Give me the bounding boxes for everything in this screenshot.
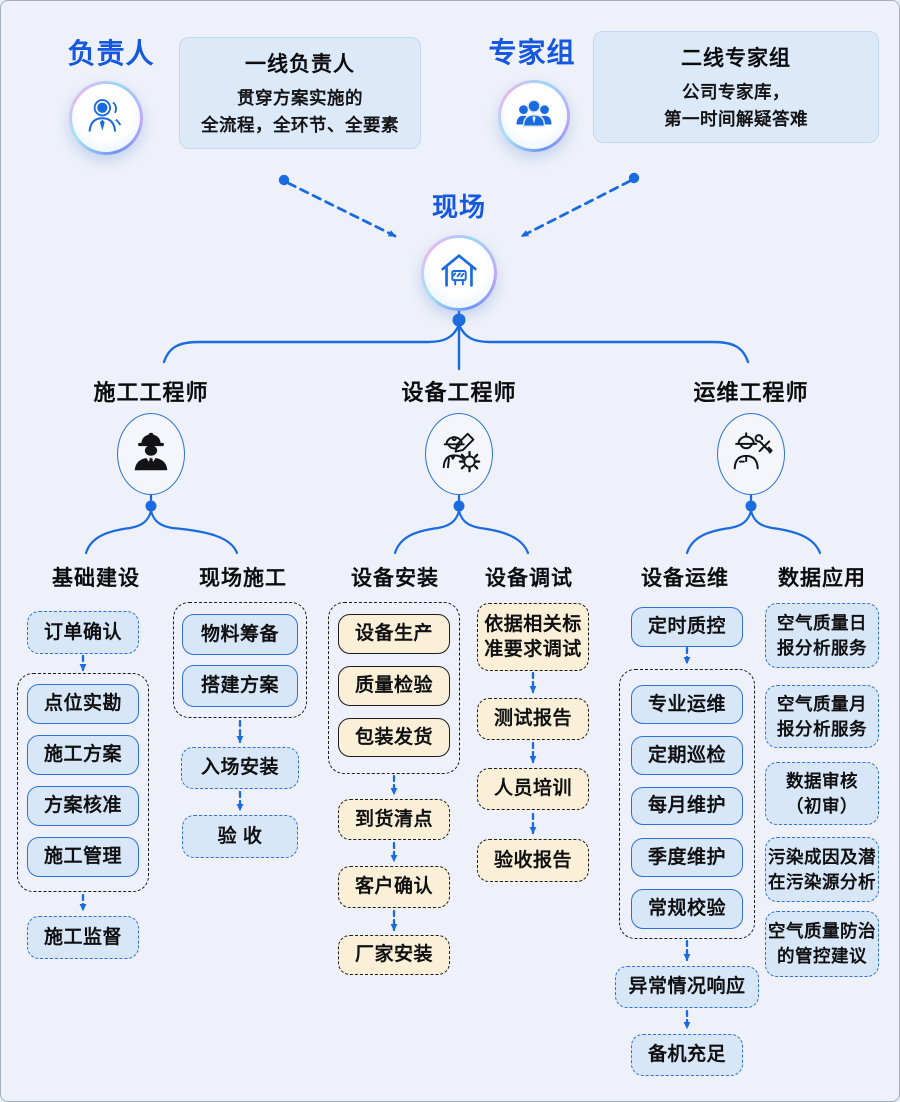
experts-card: 二线专家组 公司专家库， 第一时间解疑答难 — [593, 31, 879, 143]
flow-box-setup-plan: 搭建方案 — [182, 665, 298, 707]
flow-box-debug-per-standard: 依据相关标 准要求调试 — [477, 603, 589, 671]
flow-box-entry-install: 入场安装 — [181, 747, 299, 789]
flow-box-professional-om: 专业运维 — [631, 685, 743, 724]
flow-box-construction-supervision: 施工监督 — [27, 916, 139, 959]
engineer-avatar-equipment — [425, 413, 493, 495]
engineer-label-construction: 施工工程师 — [93, 380, 209, 405]
engineer-label-maintenance: 运维工程师 — [693, 380, 809, 405]
construction-engineer-icon — [128, 429, 174, 480]
flow-box-construction-mgmt: 施工管理 — [27, 837, 139, 877]
flow-box-construction-plan: 施工方案 — [27, 735, 139, 775]
flow-box-customer-confirm: 客户确认 — [338, 866, 450, 908]
flow-group-site-construction — [173, 602, 307, 718]
site-avatar — [421, 235, 497, 311]
flow-box-acceptance-report: 验收报告 — [477, 839, 589, 882]
person-icon — [84, 94, 128, 143]
column-header-data-application: 数据应用 — [778, 567, 866, 590]
flow-group-equipment-install — [328, 602, 460, 774]
leader-avatar — [69, 81, 143, 155]
engineer-avatar-construction — [117, 413, 185, 495]
equipment-engineer-icon — [436, 429, 482, 480]
experts-label: 专家组 — [488, 37, 576, 68]
column-header-equipment-om: 设备运维 — [641, 567, 729, 590]
site-label: 现场 — [431, 192, 487, 222]
flow-box-acceptance: 验 收 — [182, 815, 298, 858]
flow-box-routine-calibration: 常规校验 — [631, 889, 743, 929]
engineer-label-equipment: 设备工程师 — [401, 380, 517, 405]
flow-box-pollution-source-analysis: 污染成因及潜 在污染源分析 — [765, 837, 879, 902]
maintenance-engineer-icon — [728, 429, 774, 480]
experts-card-title: 二线专家组 — [681, 47, 791, 70]
leader-card-body: 贯穿方案实施的 全流程，全环节、全要素 — [201, 88, 399, 136]
flow-box-monthly-air-report: 空气质量月 报分析服务 — [765, 685, 879, 748]
flow-box-personnel-training: 人员培训 — [477, 768, 589, 810]
flow-box-factory-install: 厂家安装 — [338, 935, 450, 975]
experts-avatar — [498, 80, 570, 152]
column-header-site-construction: 现场施工 — [199, 567, 287, 590]
flow-box-data-review: 数据审核 （初审） — [765, 762, 879, 825]
flow-box-control-suggestions: 空气质量防治 的管控建议 — [765, 911, 879, 977]
leader-card-title: 一线负责人 — [245, 53, 355, 76]
team-icon — [513, 93, 555, 140]
column-header-equipment-debug: 设备调试 — [485, 567, 573, 590]
leader-card: 一线负责人 贯穿方案实施的 全流程，全环节、全要素 — [179, 37, 421, 149]
flow-box-monthly-maintenance: 每月维护 — [631, 787, 743, 825]
flow-box-backup-ready: 备机充足 — [631, 1034, 743, 1076]
flow-box-quarterly-maintenance: 季度维护 — [631, 838, 743, 877]
site-house-icon — [436, 248, 482, 299]
flow-box-equipment-production: 设备生产 — [338, 614, 450, 654]
flow-box-daily-air-report: 空气质量日 报分析服务 — [765, 603, 879, 668]
leader-label: 负责人 — [67, 38, 155, 69]
flow-box-order-confirm: 订单确认 — [27, 611, 139, 654]
flow-box-quality-inspection: 质量检验 — [338, 666, 450, 706]
flow-box-arrival-check: 到货清点 — [338, 799, 450, 840]
experts-card-body: 公司专家库， 第一时间解疑答难 — [664, 82, 808, 130]
flow-box-material-prep: 物料筹备 — [182, 614, 298, 655]
flow-box-packing-shipping: 包装发货 — [338, 718, 450, 757]
flow-box-abnormal-response: 异常情况响应 — [615, 966, 759, 1008]
flow-box-regular-inspection: 定期巡检 — [631, 736, 743, 775]
flow-box-plan-approval: 方案核准 — [27, 786, 139, 826]
column-header-foundation: 基础建设 — [52, 567, 140, 590]
flow-box-site-survey: 点位实勘 — [27, 684, 139, 724]
flow-box-test-report: 测试报告 — [477, 698, 589, 740]
flow-group-equipment-om — [619, 669, 755, 939]
engineer-avatar-maintenance — [717, 413, 785, 495]
flow-box-scheduled-qc: 定时质控 — [631, 607, 743, 647]
flow-group-foundation — [17, 673, 149, 892]
column-header-equipment-install: 设备安装 — [351, 567, 439, 590]
